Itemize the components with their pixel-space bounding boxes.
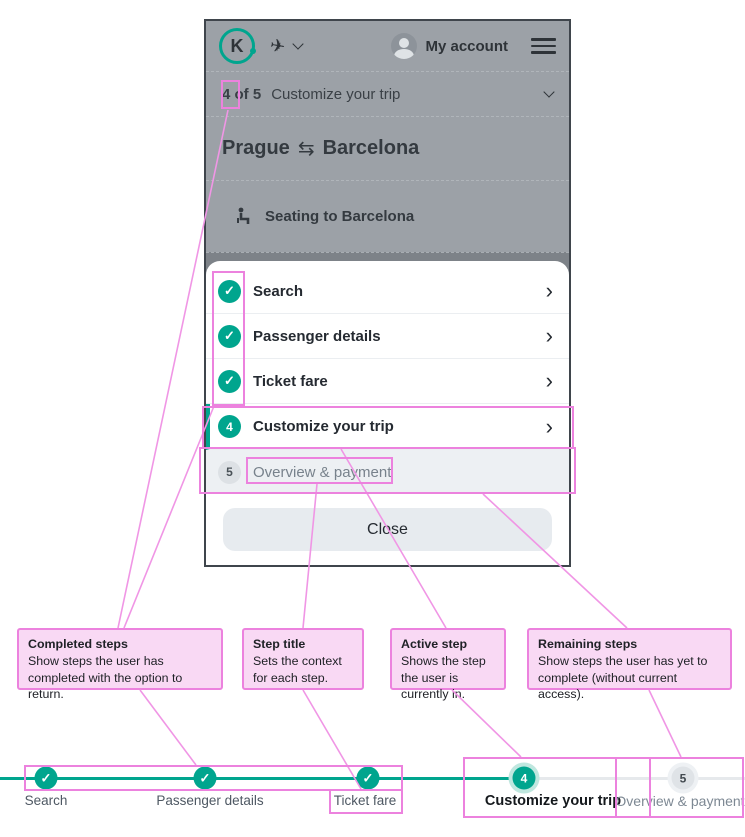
step-progress-count: 4 of 5 (222, 85, 262, 103)
step-label: Passenger details (253, 327, 381, 345)
step-row-passenger-details[interactable]: ✓ Passenger details › (206, 314, 569, 359)
diagram-label-passenger-details: Passenger details (156, 793, 264, 808)
close-button-area: Close (206, 494, 569, 565)
diagram-node-passenger-check-icon: ✓ (193, 766, 217, 790)
annotation-title: Completed steps (28, 637, 128, 651)
trip-destination: Barcelona (322, 137, 420, 159)
hamburger-menu-icon[interactable] (531, 38, 556, 54)
annotation-completed-steps: Completed steps Show steps the user has … (17, 628, 223, 701)
annotation-body: Show steps the user has yet to complete … (538, 654, 708, 702)
annotation-body: Shows the step the user is currently in. (401, 654, 486, 702)
annotation-body: Show steps the user has completed with t… (28, 654, 183, 702)
progress-line-remaining (524, 777, 745, 780)
seating-label: Seating to Barcelona (265, 208, 415, 225)
my-account-button[interactable]: My account (391, 33, 508, 59)
diagram-label-customize-your-trip: Customize your trip (484, 793, 622, 809)
kiwi-logo-letter: K (230, 35, 244, 56)
diagram-label-overview-payment: Overview & payment (615, 793, 745, 809)
swap-arrows-icon: ⇆ (297, 138, 315, 160)
trip-origin: Prague (222, 137, 290, 159)
app-header: K ✈ My account (206, 21, 569, 71)
transport-plane-icon[interactable]: ✈ (268, 34, 287, 57)
avatar-icon (391, 33, 418, 59)
annotation-title: Active step (401, 637, 468, 651)
diagram-node-remaining-step: 5 (671, 766, 695, 790)
trip-title: Prague ⇆ Barcelona (206, 116, 569, 180)
annotation-remaining-steps: Remaining steps Show steps the user has … (527, 628, 732, 701)
step-label: Customize your trip (253, 418, 394, 435)
diagram-node-active-step: 4 (512, 766, 536, 790)
step-row-search[interactable]: ✓ Search › (206, 269, 569, 314)
annotation-body: Sets the context for each step. (253, 654, 342, 685)
diagram-node-search-check-icon: ✓ (34, 766, 58, 790)
step-progress-title: Customize your trip (271, 85, 401, 103)
highlight-diagram-completed (24, 765, 403, 791)
seating-section: Seating to Barcelona (206, 180, 569, 252)
diagram-label-search: Search (24, 793, 68, 808)
highlight-step-count (221, 80, 240, 109)
chevron-right-icon: › (545, 413, 553, 439)
step-label: Search (253, 282, 304, 300)
step-row-ticket-fare[interactable]: ✓ Ticket fare › (206, 359, 569, 404)
progress-line-completed (0, 777, 524, 780)
annotation-title: Step title (253, 637, 306, 651)
diagram-label-ticket-fare: Ticket fare (333, 793, 397, 808)
seat-icon (237, 207, 250, 224)
my-account-label: My account (425, 37, 508, 55)
highlight-active-row (202, 406, 574, 449)
kiwi-logo[interactable]: K (219, 28, 256, 64)
annotation-step-title: Step title Sets the context for each ste… (242, 628, 364, 690)
transport-chevron-down-icon[interactable] (292, 38, 304, 50)
diagram-node-ticket-check-icon: ✓ (356, 766, 380, 790)
highlight-diagram-active-node (463, 757, 651, 818)
highlight-completed-checks (212, 271, 245, 406)
chevron-right-icon: › (545, 368, 553, 393)
chevron-right-icon: › (545, 323, 553, 348)
step-label: Ticket fare (253, 372, 328, 390)
close-button[interactable]: Close (223, 508, 552, 551)
highlight-step-title-text (246, 457, 393, 484)
highlight-diagram-ticket-fare-label (329, 789, 403, 814)
annotation-active-step: Active step Shows the step the user is c… (390, 628, 506, 701)
kiwi-logo-dot (250, 48, 256, 55)
highlight-diagram-remaining-node (615, 757, 744, 818)
chevron-right-icon: › (545, 278, 553, 303)
annotation-title: Remaining steps (538, 637, 638, 651)
step-progress-bar[interactable]: 4 of 5 Customize your trip (206, 71, 569, 116)
collapse-chevron-down-icon[interactable] (543, 86, 555, 98)
